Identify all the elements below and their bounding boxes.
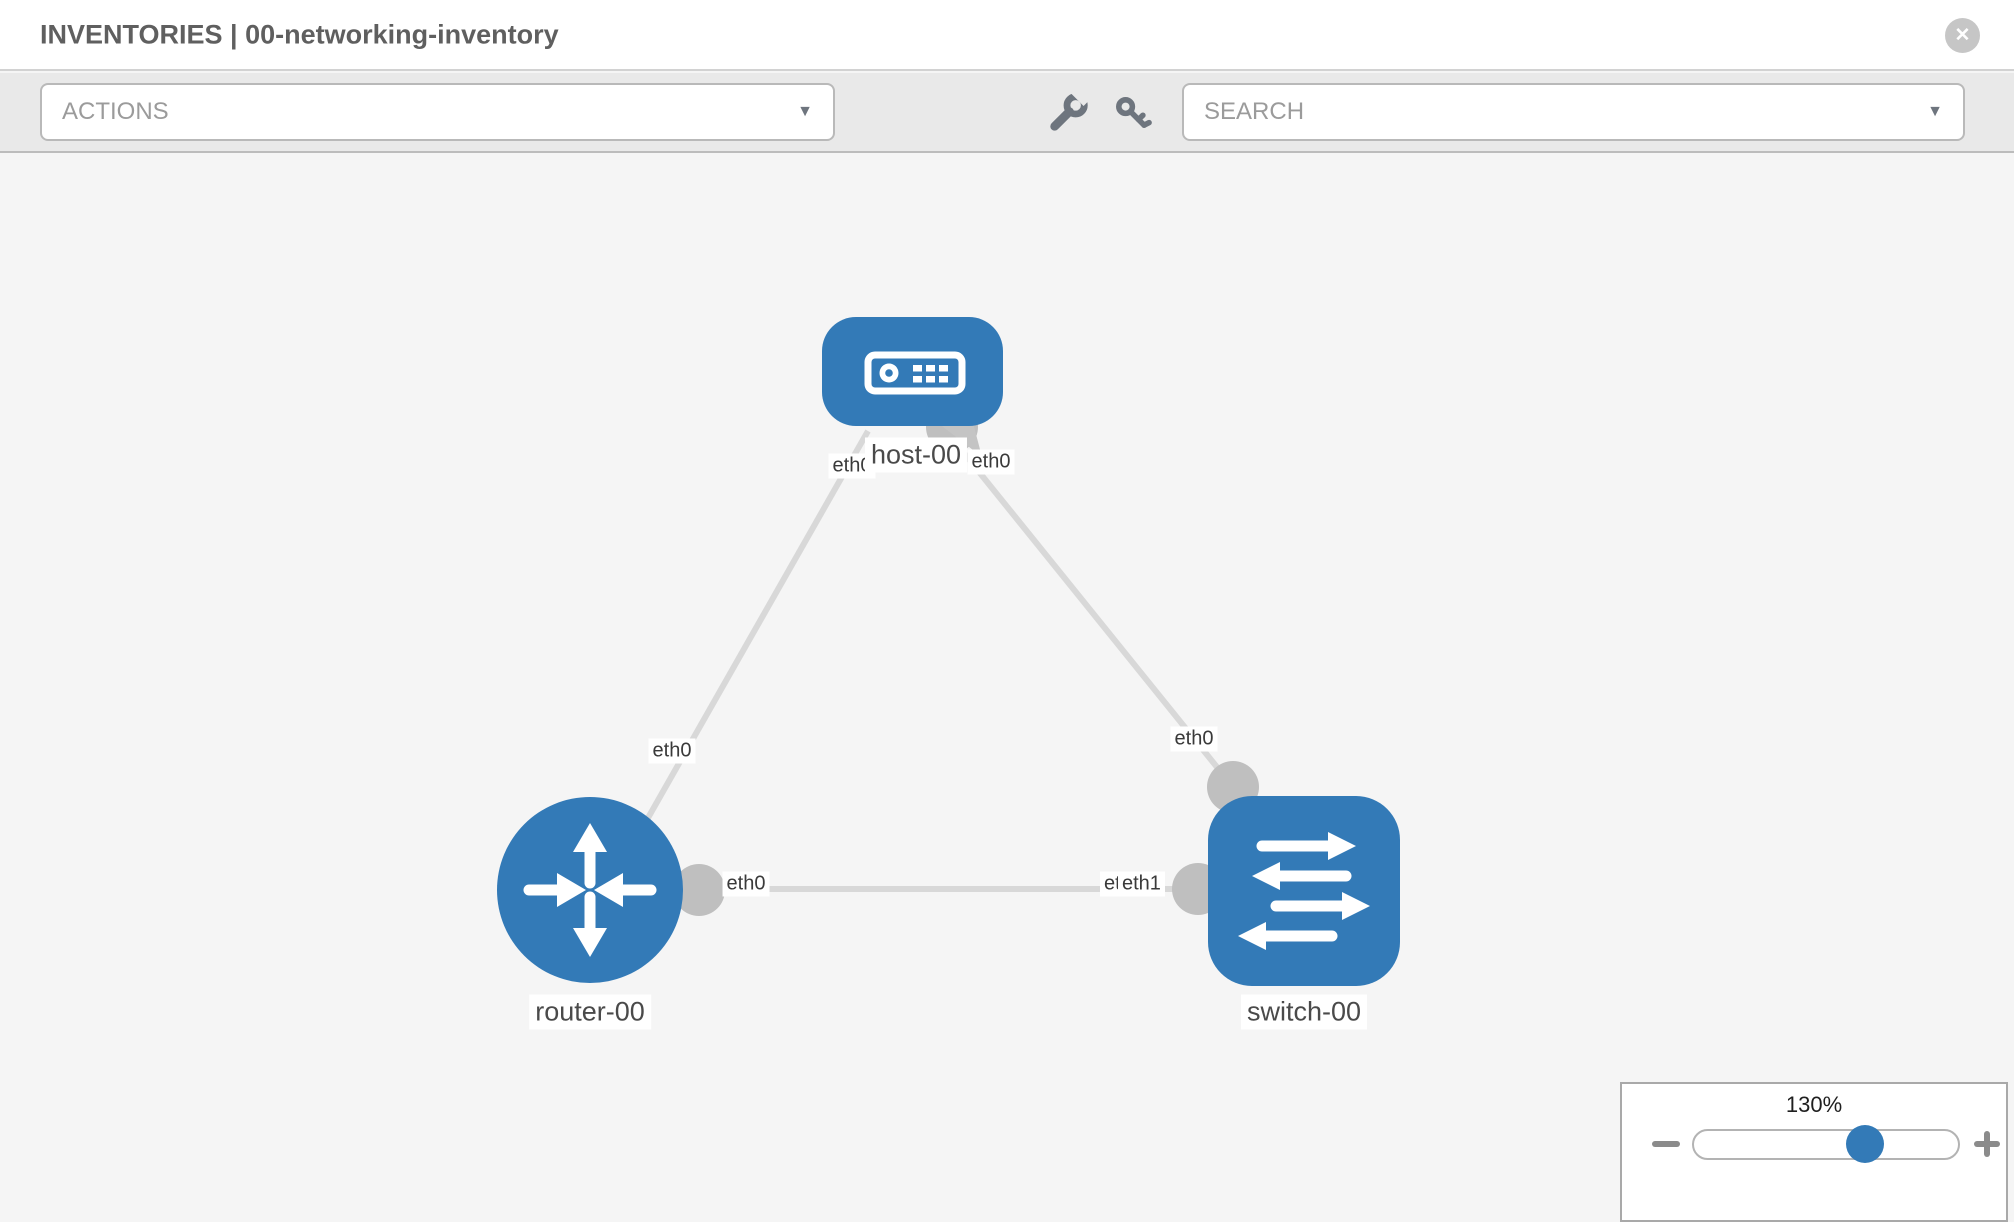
interface-label: eth0	[967, 449, 1015, 475]
zoom-level: 130%	[1785, 1092, 1843, 1117]
interface-label: eth0	[1170, 726, 1218, 752]
header: INVENTORIES | 00-networking-inventory ✕	[0, 0, 2014, 71]
node-host[interactable]	[822, 317, 1003, 426]
node-router[interactable]	[497, 797, 683, 983]
search-placeholder: SEARCH	[1204, 98, 1305, 125]
node-switch[interactable]	[1208, 796, 1400, 986]
page-title: INVENTORIES | 00-networking-inventory	[40, 19, 559, 49]
close-icon: ✕	[1954, 25, 1971, 46]
toolbar: ACTIONS ▼ SEARCH ▼	[0, 73, 2014, 153]
interface-label: eth0	[648, 738, 696, 764]
link-host-router[interactable]	[604, 429, 871, 892]
interface-circle-router[interactable]	[673, 864, 725, 916]
topology-svg	[497, 317, 1400, 986]
interface-label: eth1	[1118, 871, 1165, 897]
node-label-switch: switch-00	[1240, 994, 1368, 1030]
zoom-panel: 130%	[1620, 1082, 2008, 1222]
search-dropdown[interactable]: SEARCH ▼	[1182, 83, 1965, 141]
router-icon	[523, 823, 657, 957]
chevron-down-icon: ▼	[797, 103, 813, 120]
host-icon	[864, 351, 966, 395]
chevron-down-icon: ▼	[1927, 103, 1943, 120]
interface-label: eth0	[722, 871, 770, 897]
zoom-slider-knob[interactable]	[1846, 1125, 1884, 1163]
zoom-out-button[interactable]	[1652, 1141, 1680, 1147]
node-label-host: host-00	[864, 437, 968, 473]
wrench-icon[interactable]	[1046, 93, 1088, 135]
close-button[interactable]: ✕	[1945, 18, 1980, 53]
node-label-router: router-00	[529, 994, 651, 1030]
topology-canvas[interactable]: eth0 host-00 eth0 eth0 eth0 eth0 eth0 et…	[0, 155, 2014, 1200]
switch-icon	[1238, 832, 1370, 950]
actions-dropdown-label: ACTIONS	[62, 98, 169, 125]
actions-dropdown[interactable]: ACTIONS ▼	[40, 83, 835, 141]
zoom-slider-track[interactable]	[1692, 1129, 1960, 1160]
zoom-in-button[interactable]	[1974, 1131, 2000, 1157]
key-icon[interactable]	[1112, 93, 1154, 135]
